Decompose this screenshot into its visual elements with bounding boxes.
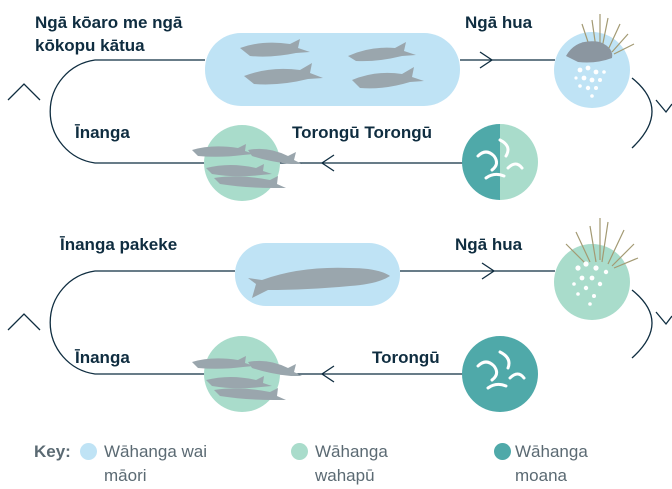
- bottom-right-chevron-icon: [656, 312, 672, 324]
- key-freshwater-line2: māori: [104, 464, 147, 487]
- top-eggs-label: Ngā hua: [465, 12, 532, 34]
- key-estuary-line1: Wāhanga: [315, 440, 388, 463]
- top-larvae-estuary-half: [500, 124, 538, 200]
- top-adults-freshwater-pill: [205, 33, 460, 106]
- key-title: Key:: [34, 440, 71, 463]
- bottom-juvenile-estuary-circle: [204, 336, 280, 412]
- top-adults-label-line1: Ngā kōaro me ngā: [35, 12, 182, 34]
- key-freshwater-swatch-icon: [80, 443, 97, 460]
- bottom-larvae-marine-circle: [462, 336, 538, 412]
- bottom-eggs-circle: [554, 244, 630, 320]
- top-juvenile-estuary-circle: [204, 125, 280, 201]
- top-larvae-label: Torongū Torongū: [292, 122, 432, 144]
- key-marine-line1: Wāhanga: [515, 440, 588, 463]
- top-larvae-marine-half: [462, 124, 500, 200]
- top-left-chevron-icon: [8, 84, 40, 100]
- key-marine-line2: moana: [515, 464, 567, 487]
- key-marine-swatch-icon: [494, 443, 511, 460]
- key-estuary-swatch-icon: [291, 443, 308, 460]
- bottom-eggs-label: Ngā hua: [455, 234, 522, 256]
- bottom-juvenile-label: Īnanga: [75, 347, 130, 369]
- top-juvenile-label: Īnanga: [75, 122, 130, 144]
- key-freshwater-line1: Wāhanga wai: [104, 440, 207, 463]
- bottom-left-chevron-icon: [8, 314, 40, 330]
- bottom-larvae-label: Torongū: [372, 347, 440, 369]
- key-estuary-line2: wahapū: [315, 464, 375, 487]
- top-right-chevron-icon: [656, 100, 672, 112]
- bottom-adult-label: Īnanga pakeke: [60, 234, 177, 256]
- top-adults-label-line2: kōkopu kātua: [35, 35, 145, 57]
